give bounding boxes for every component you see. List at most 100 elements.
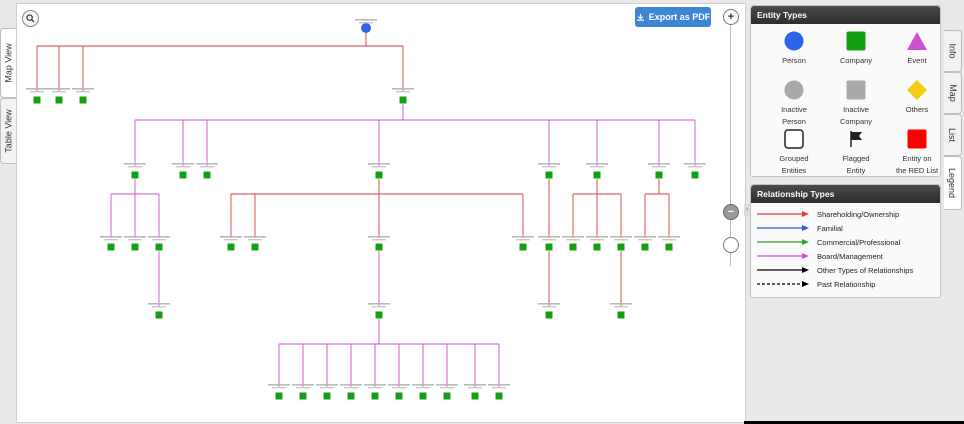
- tab-list-label: List: [947, 127, 958, 143]
- collapse-panel-button[interactable]: ›: [744, 204, 750, 216]
- node-label: [542, 239, 556, 241]
- company-node[interactable]: [155, 243, 163, 251]
- company-node[interactable]: [299, 392, 307, 400]
- tab-info[interactable]: Info: [944, 30, 962, 72]
- company-node[interactable]: [399, 96, 407, 104]
- node-label: [538, 163, 560, 165]
- company-node[interactable]: [419, 392, 427, 400]
- company-node[interactable]: [375, 243, 383, 251]
- legend-item-yellow-diamond: Others: [886, 79, 948, 116]
- node-label: [244, 236, 266, 238]
- zoom-slider-track[interactable]: [730, 16, 731, 266]
- relationship-type-label: Past Relationship: [817, 279, 876, 289]
- company-node[interactable]: [155, 311, 163, 319]
- node-label: [364, 384, 386, 386]
- node-label: [372, 239, 386, 241]
- relationship-type-label: Familial: [817, 223, 843, 233]
- node-label: [388, 384, 410, 386]
- company-node[interactable]: [641, 243, 649, 251]
- search-button[interactable]: [22, 10, 39, 27]
- relationship-type-label: Other Types of Relationships: [817, 265, 914, 275]
- node-label: [368, 387, 382, 389]
- company-node[interactable]: [519, 243, 527, 251]
- company-node[interactable]: [131, 171, 139, 179]
- company-node[interactable]: [251, 243, 259, 251]
- node-label: [296, 387, 310, 389]
- legend-item-label: Others: [905, 105, 929, 114]
- legend-item-label-line2: Entities: [781, 166, 807, 175]
- network-map-canvas[interactable]: Export as PDF + −: [16, 3, 746, 423]
- company-node[interactable]: [593, 171, 601, 179]
- node-label: [340, 384, 362, 386]
- node-label: [392, 387, 406, 389]
- legend-item-label: Person: [782, 56, 806, 65]
- node-label: [392, 88, 414, 90]
- node-label: [48, 88, 70, 90]
- node-label: [100, 236, 122, 238]
- red-square-icon: [886, 128, 948, 150]
- node-label: [468, 387, 482, 389]
- company-node[interactable]: [691, 171, 699, 179]
- company-node[interactable]: [665, 243, 673, 251]
- person-node[interactable]: [361, 23, 371, 33]
- zoom-reset-handle[interactable]: [723, 237, 739, 253]
- node-label: [152, 239, 166, 241]
- company-node[interactable]: [593, 243, 601, 251]
- tab-table-view[interactable]: Table View: [0, 98, 17, 164]
- company-node[interactable]: [545, 311, 553, 319]
- company-node[interactable]: [395, 392, 403, 400]
- company-node[interactable]: [203, 171, 211, 179]
- company-node[interactable]: [323, 392, 331, 400]
- company-node[interactable]: [617, 311, 625, 319]
- legend-item-label: Inactive: [781, 105, 807, 114]
- node-label: [344, 387, 358, 389]
- relationship-type-row: Commercial/Professional: [757, 236, 900, 248]
- company-node[interactable]: [545, 243, 553, 251]
- company-node[interactable]: [107, 243, 115, 251]
- yellow-diamond-icon: [886, 79, 948, 101]
- node-label: [292, 384, 314, 386]
- legend-item-label: Entity on: [902, 154, 932, 163]
- company-node[interactable]: [655, 171, 663, 179]
- company-node[interactable]: [569, 243, 577, 251]
- company-node[interactable]: [347, 392, 355, 400]
- company-node[interactable]: [375, 311, 383, 319]
- company-node[interactable]: [375, 171, 383, 179]
- node-label: [220, 236, 242, 238]
- node-label: [542, 166, 556, 168]
- green-square-icon: [825, 30, 887, 52]
- node-label: [662, 239, 676, 241]
- tab-legend[interactable]: Legend: [944, 156, 962, 210]
- company-node[interactable]: [179, 171, 187, 179]
- node-label: [538, 303, 560, 305]
- company-node[interactable]: [471, 392, 479, 400]
- tab-map[interactable]: Map: [944, 72, 962, 114]
- node-label: [30, 91, 44, 93]
- node-label: [652, 166, 666, 168]
- node-label: [268, 384, 290, 386]
- arrow-line-icon: [757, 211, 809, 217]
- company-node[interactable]: [275, 392, 283, 400]
- company-node[interactable]: [443, 392, 451, 400]
- tab-list[interactable]: List: [944, 114, 962, 156]
- legend-item-label: Grouped: [779, 154, 809, 163]
- company-node[interactable]: [227, 243, 235, 251]
- node-label: [566, 239, 580, 241]
- export-pdf-button[interactable]: Export as PDF: [635, 7, 711, 27]
- company-node[interactable]: [617, 243, 625, 251]
- company-node[interactable]: [371, 392, 379, 400]
- tab-map-view[interactable]: Map View: [0, 28, 17, 98]
- zoom-out-button[interactable]: −: [723, 204, 739, 220]
- company-node[interactable]: [495, 392, 503, 400]
- node-label: [562, 236, 584, 238]
- tab-legend-label: Legend: [947, 167, 958, 199]
- company-node[interactable]: [545, 171, 553, 179]
- zoom-in-button[interactable]: +: [723, 9, 739, 25]
- company-node[interactable]: [131, 243, 139, 251]
- company-node[interactable]: [33, 96, 41, 104]
- relationship-type-row: Board/Management: [757, 250, 883, 262]
- relationship-types-panel: Relationship Types Shareholding/Ownershi…: [750, 184, 941, 298]
- company-node[interactable]: [55, 96, 63, 104]
- company-node[interactable]: [79, 96, 87, 104]
